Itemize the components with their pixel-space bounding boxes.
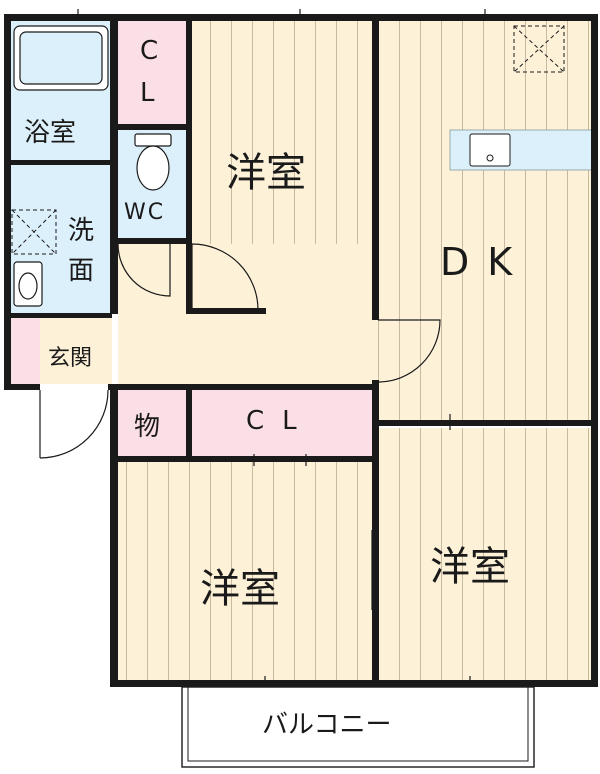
- closet-mid-floor: [190, 390, 372, 456]
- storage-label: 物: [134, 412, 161, 442]
- closet-top-label-1: C: [140, 36, 159, 66]
- toilet-icon: [134, 133, 172, 191]
- entrance-label: 玄関: [48, 346, 93, 371]
- kitchen-sink-icon: [469, 133, 511, 167]
- ventilation-fan-icon: [513, 25, 565, 73]
- western-room-top-label: 洋室: [226, 150, 306, 196]
- dk-floor: [378, 20, 592, 422]
- bath-label: 浴室: [24, 118, 77, 148]
- washroom-label-1: 洗: [68, 216, 95, 246]
- western-room-br-label: 洋室: [430, 544, 510, 590]
- washroom-label-2: 面: [68, 256, 95, 286]
- doors: [39, 243, 441, 610]
- western-room-bl-floor: [118, 460, 372, 682]
- closet-top-floor: [118, 20, 186, 126]
- balcony: [181, 686, 535, 768]
- washbasin-icon: [13, 261, 43, 307]
- balcony-label: バルコニー: [262, 710, 392, 740]
- western-room-bl-label: 洋室: [200, 566, 280, 612]
- toilet-label: WC: [124, 200, 166, 225]
- closet-top-label-2: L: [140, 78, 155, 108]
- walls: [4, 14, 598, 687]
- washing-machine-icon: [11, 209, 57, 255]
- western-room-br-floor: [378, 428, 592, 682]
- ticks: [70, 9, 493, 690]
- storage-floor: [118, 390, 186, 456]
- closet-mid-label: CL: [246, 406, 315, 436]
- bathtub-icon: [13, 25, 109, 91]
- entrance-step: [10, 318, 40, 384]
- floors: [10, 20, 593, 682]
- dk-label: DK: [440, 240, 531, 284]
